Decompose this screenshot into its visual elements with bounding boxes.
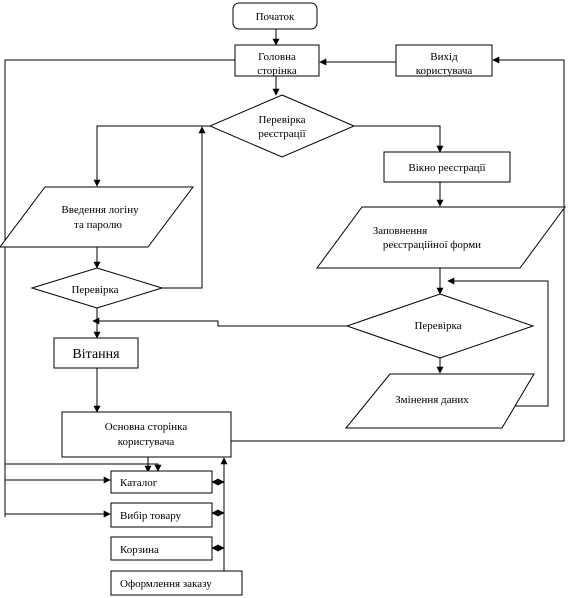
node-checkout-label: Оформлення заказу bbox=[120, 578, 212, 590]
edge-regcheck-login bbox=[93, 125, 210, 187]
edge-userpage-logout bbox=[231, 56, 565, 442]
node-home-page: Головна сторінка bbox=[234, 44, 320, 77]
node-check-left: Перевірка bbox=[30, 267, 164, 309]
edge-bus-catalog-top bbox=[5, 463, 162, 472]
node-catalog-label: Каталог bbox=[120, 477, 158, 489]
node-welcome: Вітання bbox=[53, 337, 139, 369]
node-checkleft-label: Перевірка bbox=[71, 284, 118, 296]
edge-checkright-welcome bbox=[92, 317, 347, 327]
node-cart-label: Корзина bbox=[120, 544, 159, 556]
node-logout-label-2: користувача bbox=[416, 65, 473, 77]
connectors bbox=[4, 29, 565, 579]
node-userpage-label-2: користувача bbox=[118, 436, 175, 448]
node-form-label-2: реєстраційної форми bbox=[383, 239, 481, 251]
node-welcome-label: Вітання bbox=[72, 347, 120, 362]
edge-checkleft-loop bbox=[162, 126, 206, 289]
edge-home-leftbus bbox=[4, 59, 235, 517]
node-checkright-label: Перевірка bbox=[414, 320, 461, 332]
node-home-label-2: сторінка bbox=[257, 65, 297, 77]
node-user-page: Основна сторінка користувача bbox=[61, 411, 232, 458]
node-login-label-2: та паролю bbox=[74, 219, 122, 231]
node-userpage-label-1: Основна сторінка bbox=[105, 421, 188, 433]
node-login-label-1: Введення логіну bbox=[61, 204, 139, 216]
node-cart: Корзина bbox=[110, 536, 213, 561]
node-logout-label-1: Вихід bbox=[430, 51, 458, 63]
node-registration-check: Перевірка реєстрації bbox=[208, 94, 356, 158]
node-regcheck-label-2: реєстрації bbox=[258, 128, 306, 140]
node-check-right: Перевірка bbox=[345, 293, 535, 359]
node-fill-form: Заповнення реєстраційної форми bbox=[316, 206, 566, 269]
node-catalog: Каталог bbox=[110, 470, 213, 494]
node-regwindow-label: Вікно реєстрації bbox=[408, 162, 486, 174]
node-checkout: Оформлення заказу bbox=[110, 570, 243, 596]
edge-regcheck-regwindow bbox=[354, 125, 444, 153]
edge-edit-loop bbox=[447, 277, 549, 407]
node-form-label-1: Заповнення bbox=[373, 225, 427, 237]
node-start-label: Початок bbox=[256, 11, 295, 23]
node-start: Початок bbox=[232, 2, 318, 30]
node-edit-data: Змінення даних bbox=[344, 373, 535, 429]
node-registration-window: Вікно реєстрації bbox=[383, 151, 511, 183]
node-regcheck-label-1: Перевірка bbox=[258, 114, 305, 126]
node-home-label-1: Головна bbox=[258, 51, 296, 63]
node-product-label: Вибір товару bbox=[120, 510, 182, 522]
node-edit-label: Змінення даних bbox=[395, 394, 469, 406]
node-choose-product: Вибір товару bbox=[110, 502, 213, 528]
node-login-input: Введення логіну та паролю bbox=[0, 186, 194, 248]
node-logout: Вихід користувача bbox=[395, 44, 493, 77]
